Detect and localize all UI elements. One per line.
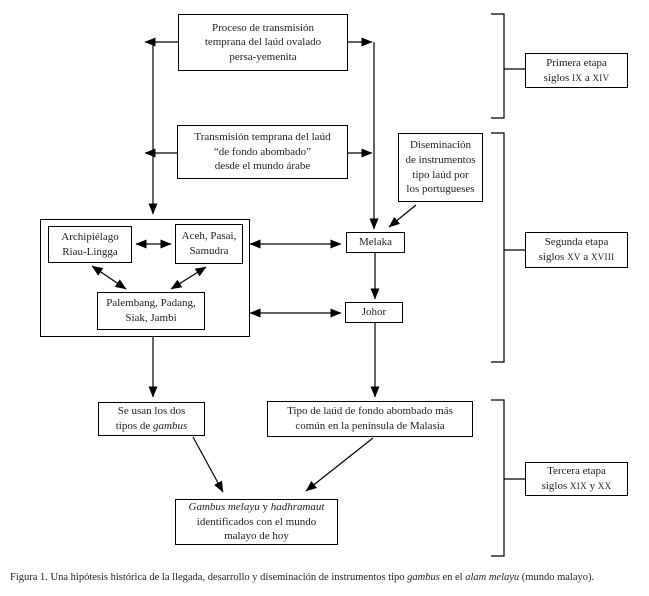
node-line: de instrumentos bbox=[405, 153, 476, 166]
arrow-diseminacion-melaka bbox=[388, 204, 417, 228]
node-line: temprana del laúd ovalado bbox=[204, 36, 322, 49]
stage-text: y bbox=[586, 480, 598, 492]
node-line: tipo laúd por bbox=[412, 168, 469, 181]
caption-text: (mundo malayo). bbox=[519, 572, 595, 583]
stage-title: Segunda etapa bbox=[544, 236, 609, 249]
node-melaka: Melaka bbox=[346, 232, 405, 253]
stage-roman: XVIII bbox=[591, 252, 615, 262]
node-palembang-padang-siak-jambi: Palembang, Padang, Siak, Jambi bbox=[97, 292, 205, 330]
node-line: Tipo de laúd de fondo abombado más bbox=[287, 405, 453, 418]
node-line: Riau-Lingga bbox=[62, 245, 118, 258]
node-gambus-melayu-hoy: Gambus melayu y hadhramaut identificados… bbox=[175, 499, 338, 545]
node-line: común en la península de Malasia bbox=[295, 420, 445, 432]
node-line: Johor bbox=[361, 306, 387, 319]
arrow-aceh-palembang bbox=[170, 266, 207, 290]
stage-centuries: siglos XIX y XX bbox=[542, 479, 612, 494]
node-line: Se usan los dos bbox=[117, 405, 186, 418]
node-line: identificados con el mundo bbox=[196, 515, 317, 528]
node-line: Archipiélago bbox=[61, 230, 119, 243]
caption-italic: gambus bbox=[407, 572, 440, 583]
node-johor: Johor bbox=[345, 302, 403, 323]
node-line: malayo de hoy bbox=[224, 530, 289, 543]
stage-roman: XV bbox=[567, 252, 581, 262]
stage-text: a bbox=[580, 251, 592, 263]
caption-text: en el bbox=[439, 572, 466, 583]
node-proceso-transmision: Proceso de transmisión temprana del laúd… bbox=[178, 14, 348, 71]
node-diseminacion-portugueses: Diseminación de instrumentos tipo laúd p… bbox=[398, 133, 483, 202]
node-line: los portugueses bbox=[406, 183, 475, 196]
node-line: “de fondo abombado” bbox=[213, 145, 312, 158]
figure-caption: Figura 1. Una hipótesis histórica de la … bbox=[10, 572, 642, 583]
node-line: Samudra bbox=[189, 245, 229, 257]
node-text-italic: hadhramaut bbox=[270, 501, 325, 514]
stage-primera-etapa: Primera etapa siglos IX a XIV bbox=[525, 53, 628, 88]
stage-text: siglos bbox=[541, 480, 571, 492]
caption-text: Figura 1. Una hipótesis histórica de la … bbox=[10, 572, 408, 583]
stage-text: siglos bbox=[543, 71, 573, 84]
node-line: tipos de gambus bbox=[116, 419, 188, 434]
node-aceh-pasai-samudra: Aceh, Pasai, Samudra bbox=[175, 224, 243, 264]
stage-roman: XIV bbox=[592, 72, 610, 83]
node-transmision-temprana: Transmisión temprana del laúd “de fondo … bbox=[177, 125, 348, 179]
node-text: y bbox=[259, 501, 271, 514]
stage-roman: IX bbox=[572, 72, 583, 83]
stage-title: Primera etapa bbox=[546, 56, 607, 69]
node-line: Diseminación bbox=[409, 139, 472, 152]
node-line: Palembang, Padang, bbox=[106, 297, 196, 310]
node-text: tipos de bbox=[115, 420, 154, 432]
bracket-primera-etapa bbox=[491, 13, 505, 119]
stage-tercera-etapa: Tercera etapa siglos XIX y XX bbox=[525, 462, 628, 496]
cluster-sumatra-group bbox=[40, 219, 250, 337]
arrow-archipielago-palembang bbox=[91, 265, 127, 290]
stage-roman: XX bbox=[597, 481, 612, 491]
arrow-seusan-gambushoy bbox=[192, 436, 224, 493]
node-line: persa-yemenita bbox=[229, 50, 297, 63]
node-tipo-laud-malasia: Tipo de laúd de fondo abombado más común… bbox=[267, 401, 473, 437]
node-se-usan-gambus: Se usan los dos tipos de gambus bbox=[98, 402, 205, 436]
stage-text: siglos bbox=[538, 251, 568, 263]
node-line: Gambus melayu y hadhramaut bbox=[189, 500, 325, 515]
node-line: Transmisión temprana del laúd bbox=[194, 131, 331, 144]
node-text-italic: gambus bbox=[153, 420, 188, 432]
node-line: Proceso de transmisión bbox=[211, 21, 315, 34]
bracket-tercera-etapa bbox=[491, 399, 505, 557]
stage-text: a bbox=[582, 71, 593, 84]
caption-italic: alam melayu bbox=[465, 572, 520, 583]
node-line: desde el mundo árabe bbox=[214, 160, 311, 173]
stage-roman: XIX bbox=[570, 481, 587, 491]
bracket-segunda-etapa bbox=[491, 132, 505, 363]
node-archipielago-riau-lingga: Archipiélago Riau-Lingga bbox=[48, 226, 132, 263]
node-text-italic: Gambus melayu bbox=[188, 501, 260, 514]
stage-title: Tercera etapa bbox=[547, 465, 606, 478]
stage-segunda-etapa: Segunda etapa siglos XV a XVIII bbox=[525, 232, 628, 268]
stage-centuries: siglos XV a XVIII bbox=[539, 250, 615, 265]
stage-centuries: siglos IX a XIV bbox=[544, 71, 610, 86]
node-line: Melaka bbox=[359, 236, 392, 249]
arrow-tipolaud-gambushoy bbox=[305, 437, 374, 492]
node-line: Siak, Jambi bbox=[125, 312, 177, 324]
node-line: Aceh, Pasai, bbox=[181, 230, 237, 243]
